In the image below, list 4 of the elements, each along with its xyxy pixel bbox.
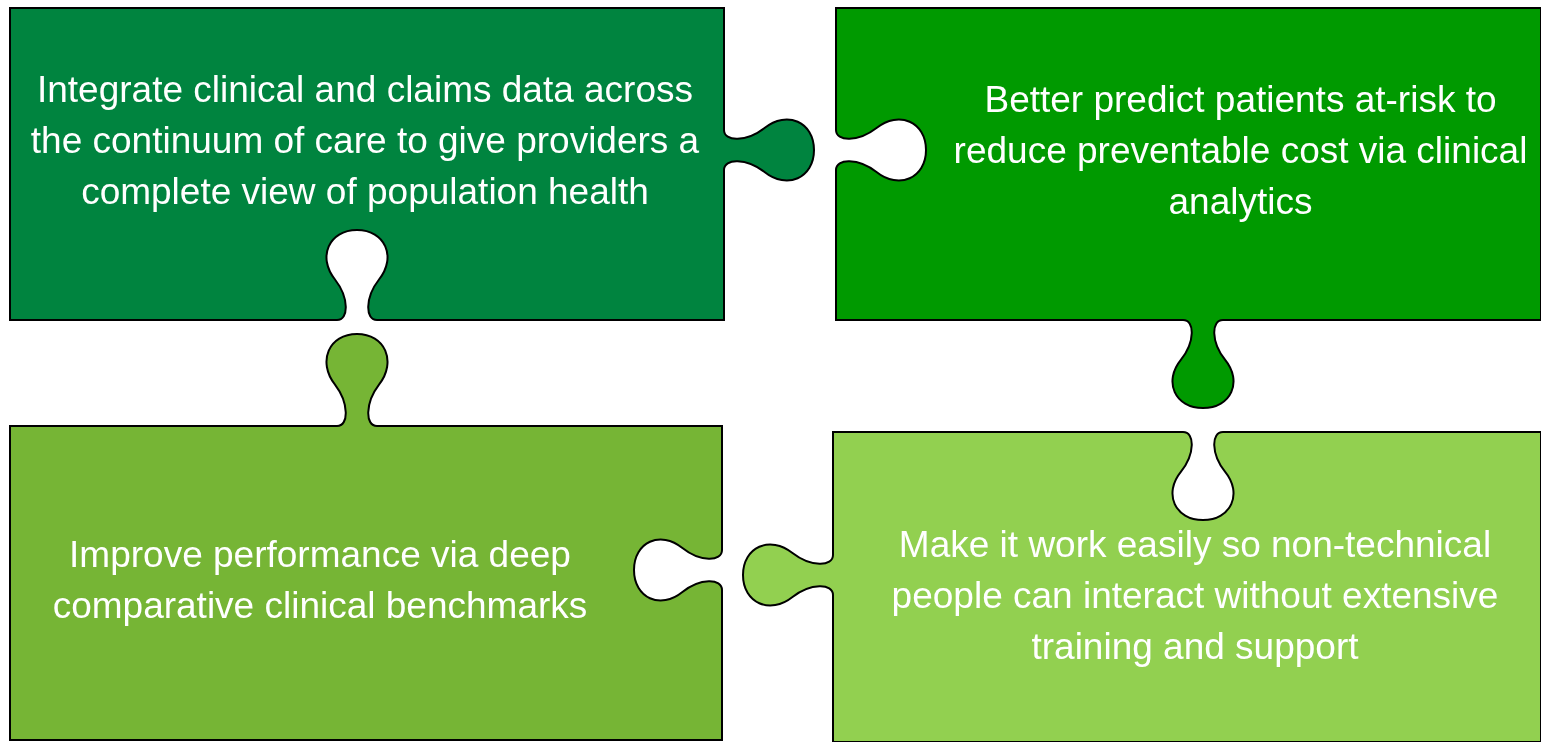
piece-text: Make it work easily so non-technical people can interact without extensive training and support <box>890 522 1500 669</box>
piece-text: Integrate clinical and claims data across the continuum of care to give providers a complete view of population health <box>29 67 701 214</box>
piece-text: Better predict patients at-risk to reduce preventable cost via clinical analytics <box>952 77 1529 224</box>
piece-text: Improve performance via deep comparative clinical benchmarks <box>51 533 589 628</box>
